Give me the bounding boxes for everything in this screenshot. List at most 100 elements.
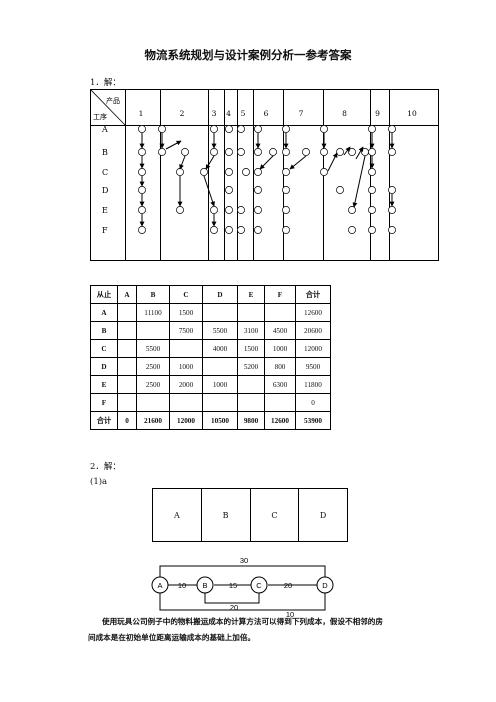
table-row-3-cell-6: 800 — [264, 357, 296, 376]
route-marker-p1-3 — [138, 186, 146, 194]
route-marker-p5-3 — [237, 206, 245, 214]
route-marker-p8-8 — [348, 226, 356, 234]
document-title: 物流系统规划与设计案例分析一参考答案 — [144, 48, 352, 62]
route-marker-p8-3 — [348, 148, 356, 156]
route-marker-p8-6 — [336, 186, 344, 194]
table-row-0-cell-5 — [237, 303, 265, 322]
edge-label-top: 30 — [240, 556, 248, 565]
route-marker-p6-3 — [254, 168, 262, 176]
route-marker-p8-5 — [320, 168, 328, 176]
table-header-row-cell-3: C — [169, 285, 203, 304]
route-arrow-18 — [327, 152, 338, 172]
table-row-4-cell-0: E — [90, 375, 118, 394]
table-row-1-cell-6: 4500 — [264, 321, 296, 340]
edge-label-cd: 20 — [284, 581, 292, 590]
table-row-6-cell-6: 12600 — [264, 411, 296, 430]
route-marker-p4-3 — [225, 186, 233, 194]
route-marker-p5-1 — [237, 148, 245, 156]
table-row-3-cell-0: D — [90, 357, 118, 376]
route-marker-p3-0 — [210, 125, 218, 133]
route-marker-p2-0 — [158, 125, 166, 133]
table-row-2-cell-7: 12000 — [295, 339, 331, 358]
route-marker-p8-4 — [361, 148, 369, 156]
table-row-5-cell-6 — [264, 393, 296, 412]
table-row-6-cell-5: 9800 — [237, 411, 265, 430]
table-row-2-cell-2: 5500 — [136, 339, 170, 358]
table-row-6-cell-7: 53900 — [295, 411, 331, 430]
route-marker-p2-2 — [181, 148, 189, 156]
header-product: 产品 — [106, 96, 120, 105]
table-row-4-cell-2: 2500 — [136, 375, 170, 394]
route-marker-p6-5 — [254, 206, 262, 214]
product-label-6: 6 — [264, 109, 269, 118]
route-marker-p6-2 — [269, 148, 277, 156]
route-marker-p6-0 — [254, 125, 262, 133]
subsection-a-label: (1)a — [90, 477, 108, 487]
table-row-5-cell-5 — [237, 393, 265, 412]
table-row-4-cell-3: 2000 — [169, 375, 203, 394]
node-a — [151, 576, 169, 594]
route-marker-p7-3 — [282, 168, 290, 176]
route-marker-p3-1 — [210, 148, 218, 156]
table-row-0-cell-4 — [202, 303, 238, 322]
table-row-2-cell-0: C — [90, 339, 118, 358]
table-row-1-cell-5: 3100 — [237, 321, 265, 340]
process-label-e: E — [102, 206, 108, 215]
table-row-3-cell-3: 1000 — [169, 357, 203, 376]
route-marker-p4-4 — [225, 206, 233, 214]
table-row-5-cell-7: 0 — [295, 393, 331, 412]
route-marker-p6-6 — [254, 226, 262, 234]
table-row-3-cell-4 — [202, 357, 238, 376]
route-marker-p3-3 — [210, 206, 218, 214]
route-marker-p7-5 — [282, 206, 290, 214]
body-paragraph: 使用玩具公司例子中的物料搬运成本的计算方法可以得到下列成本，假设不相邻的房 间成… — [88, 614, 428, 646]
route-marker-p7-4 — [282, 186, 290, 194]
route-marker-p7-6 — [282, 226, 290, 234]
table-row-6-cell-1: 0 — [117, 411, 137, 430]
route-arrow-6 — [165, 140, 182, 150]
table-row-3-cell-2: 2500 — [136, 357, 170, 376]
route-marker-p1-0 — [138, 125, 146, 133]
section-2-heading: 2．解： — [90, 462, 121, 472]
route-marker-p4-2 — [225, 168, 233, 176]
table-header-row-cell-5: E — [237, 285, 265, 304]
node-d — [316, 576, 334, 594]
layout-box-b: B — [200, 489, 250, 541]
route-marker-p7-2 — [302, 148, 310, 156]
route-marker-p9-1 — [368, 148, 376, 156]
layout-box-a: A — [173, 510, 180, 520]
route-marker-p1-5 — [138, 226, 146, 234]
route-marker-p5-2 — [242, 168, 250, 176]
table-row-5-cell-1 — [117, 393, 137, 412]
route-marker-p9-4 — [368, 206, 376, 214]
route-arrow-11 — [203, 175, 215, 207]
route-marker-p6-4 — [254, 186, 262, 194]
route-marker-p10-2 — [388, 186, 396, 194]
edge-a-d-top — [159, 565, 326, 585]
process-label-d: D — [102, 186, 108, 195]
table-row-4-cell-4: 1000 — [202, 375, 238, 394]
table-row-5-cell-4 — [202, 393, 238, 412]
route-marker-p5-4 — [237, 226, 245, 234]
route-marker-p1-4 — [138, 206, 146, 214]
table-row-1-cell-7: 20600 — [295, 321, 331, 340]
route-arrow-19 — [343, 146, 351, 156]
header-process: 工序 — [93, 112, 107, 121]
table-row-4-cell-6: 6300 — [264, 375, 296, 394]
edge-label-bd: 20 — [230, 603, 238, 612]
table-row-3-cell-5: 5200 — [237, 357, 265, 376]
process-label-f: F — [102, 226, 108, 235]
table-row-5-cell-3 — [169, 393, 203, 412]
product-label-4: 4 — [226, 109, 231, 118]
section-1-heading: 1．解： — [90, 78, 121, 88]
route-arrow-14 — [259, 155, 274, 170]
table-row-5-cell-0: F — [90, 393, 118, 412]
layout-box-c: C — [249, 489, 299, 541]
paragraph-line-1: 使用玩具公司例子中的物料搬运成本的计算方法可以得到下列成本，假设不相邻的房 — [102, 617, 383, 626]
product-label-10: 10 — [407, 109, 417, 118]
table-header-row-cell-4: D — [202, 285, 238, 304]
route-marker-p10-0 — [388, 125, 396, 133]
